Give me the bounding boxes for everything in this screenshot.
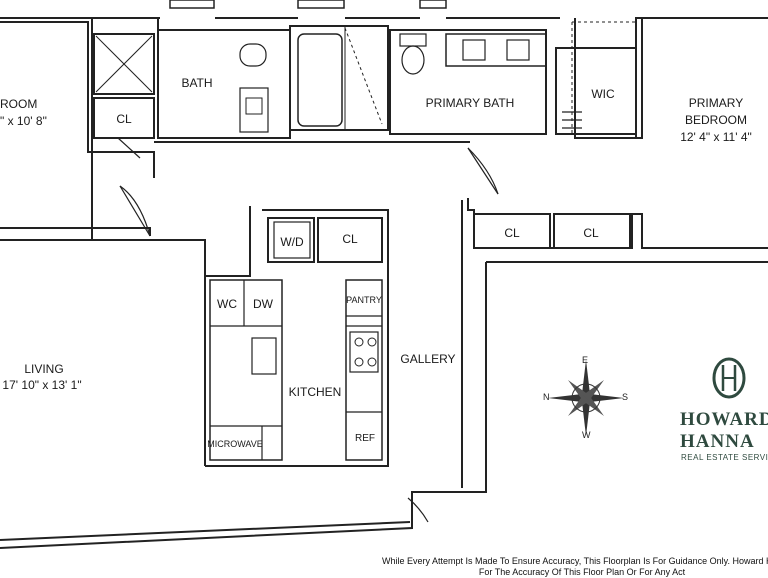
label-closet-kitchen: CL xyxy=(342,232,358,246)
wall-kitchen xyxy=(205,206,251,277)
label-wine-cooler: WC xyxy=(217,297,237,311)
counter-left xyxy=(209,279,283,461)
brand-monogram-icon xyxy=(712,357,746,399)
label-bath: BATH xyxy=(181,76,213,90)
wall-top-left xyxy=(0,17,93,240)
wall-living-top xyxy=(0,239,206,466)
disclaimer-line2: For The Accuracy Of This Floor Plan Or F… xyxy=(478,567,686,577)
label-living-size: 17' 10" x 13' 1" xyxy=(2,378,82,392)
label-washer-dryer: W/D xyxy=(280,235,304,249)
washer-dryer-box xyxy=(267,217,315,263)
wall-gallery-right xyxy=(467,198,768,249)
compass-e: E xyxy=(582,355,589,365)
label-dishwasher: DW xyxy=(253,297,273,311)
compass-n: N xyxy=(543,392,550,402)
counter-right xyxy=(345,279,383,461)
wall-closet-left xyxy=(93,97,155,139)
closet-gallery-1 xyxy=(473,213,551,249)
compass-s: S xyxy=(622,392,629,402)
wall-bedroom-bottom xyxy=(636,17,643,139)
closet-kitchen-box xyxy=(317,217,383,263)
label-refrigerator: REF xyxy=(355,433,375,444)
label-closet-left: CL xyxy=(116,112,132,126)
label-wic: WIC xyxy=(591,87,615,101)
label-closet-gallery-2: CL xyxy=(583,226,599,240)
label-bedroom-left-size: " x 10' 8" xyxy=(0,114,47,128)
wall-left-bedroom xyxy=(0,21,155,178)
tub-area xyxy=(289,25,389,131)
closet-gallery-2 xyxy=(553,213,631,249)
label-gallery: GALLERY xyxy=(400,352,456,366)
label-primary-bedroom-2: BEDROOM xyxy=(684,113,748,127)
brand-line2: HANNA xyxy=(680,431,755,452)
label-primary-bedroom-size: 12' 4" x 11' 4" xyxy=(680,130,752,144)
brand-logo: HOWARD HANNA REAL ESTATE SERVICES xyxy=(678,357,768,467)
wall-wic xyxy=(555,47,637,135)
wall-primary-bath xyxy=(389,29,547,135)
label-primary-bath: PRIMARY BATH xyxy=(425,96,515,110)
label-microwave: MICROWAVE xyxy=(207,439,263,449)
brand-sub: REAL ESTATE SERVICES xyxy=(681,453,768,462)
compass-w: W xyxy=(582,430,591,440)
closet-shower xyxy=(93,33,155,95)
label-pantry: PANTRY xyxy=(346,295,382,305)
label-living: LIVING xyxy=(24,362,64,376)
label-closet-gallery-1: CL xyxy=(504,226,520,240)
label-kitchen: KITCHEN xyxy=(288,385,342,399)
compass-rose-icon xyxy=(548,360,624,436)
wall-bath xyxy=(157,29,291,139)
disclaimer: While Every Attempt Is Made To Ensure Ac… xyxy=(382,556,768,578)
label-bedroom-left: ROOM xyxy=(0,97,38,111)
label-primary-bedroom: PRIMARY xyxy=(688,96,744,110)
brand-line1: HOWARD xyxy=(680,409,768,430)
wall-left-corridor xyxy=(0,227,151,236)
wall-top-bath xyxy=(157,18,290,139)
wall-living-bottom xyxy=(0,498,413,549)
disclaimer-line1: While Every Attempt Is Made To Ensure Ac… xyxy=(382,556,768,566)
